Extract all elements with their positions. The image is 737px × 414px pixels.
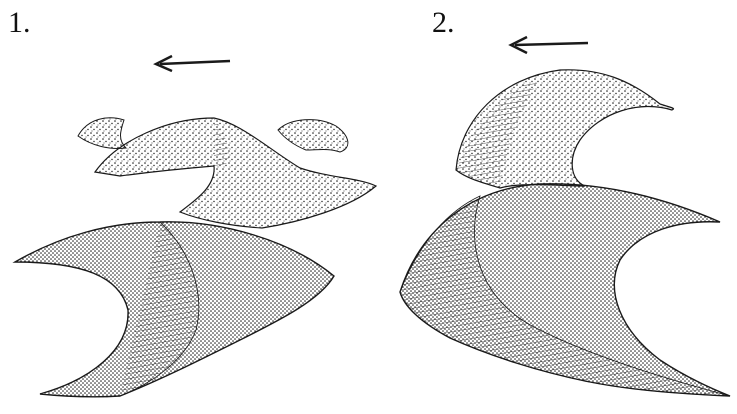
small-dune-right <box>278 120 348 152</box>
panel-2-wind-arrow <box>511 37 588 53</box>
panel-2-dunes <box>400 70 730 396</box>
small-dune-left <box>78 118 126 149</box>
panel-1-dunes <box>15 118 376 397</box>
panel-1-wind-arrow <box>156 56 230 71</box>
